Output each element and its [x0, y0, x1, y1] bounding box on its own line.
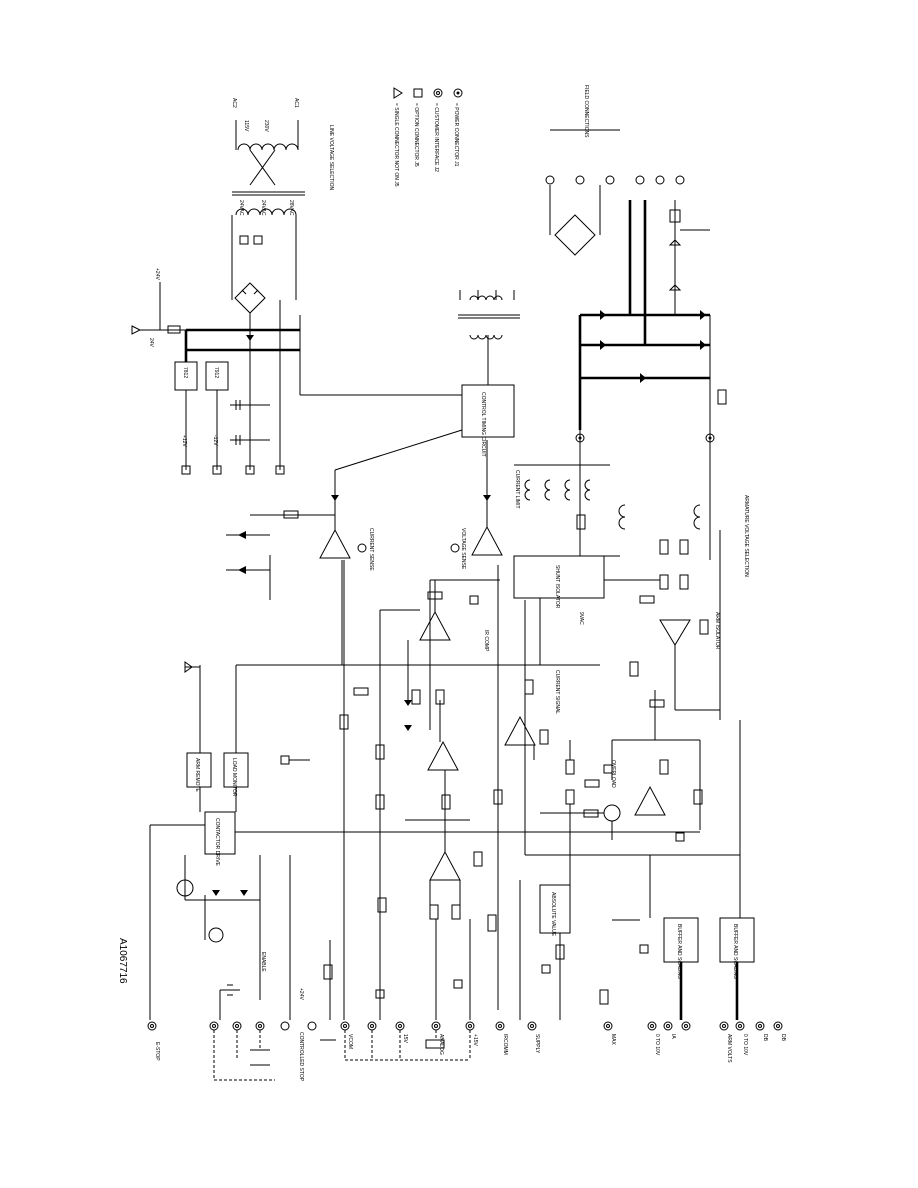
- absolute-value-block: [539, 884, 571, 934]
- shunt-vac-label: 9VAC: [578, 612, 584, 625]
- armature-select-label: ARMATURE VOLTAGE SELECTION: [743, 495, 749, 577]
- buffer-scaling-1-label: BUFFER AND SCALING: [676, 924, 682, 979]
- legend-interface: = CUSTOMER INTERFACE J2: [433, 103, 439, 172]
- out-ia: IA: [670, 1034, 676, 1039]
- armature-select: ARMATURE VOLTAGE SELECTION ARM ISOLATOR: [618, 495, 749, 710]
- center-amps: IR COMP CURRENT SIGNAL: [339, 530, 740, 1020]
- conn-15: 15V: [402, 1034, 408, 1044]
- ir-comp-label: IR COMP: [483, 630, 489, 652]
- tx-ac2: AC2: [231, 98, 237, 108]
- conn-ircomm: IRCOMM: [502, 1034, 508, 1055]
- conn-controlled-stop: CONTROLLED STOP: [298, 1032, 304, 1082]
- rail-24v-top: 24V: [148, 338, 154, 348]
- field-bridge: FIELD CONNECTIONS: [545, 85, 685, 256]
- rail-24v-up: +24V: [154, 268, 160, 280]
- conn-db: DB: [780, 1034, 786, 1042]
- conn-plus15: +15V: [472, 1034, 478, 1046]
- current-signal-label: CURRENT SIGNAL: [554, 670, 560, 714]
- contactor-section: [176, 855, 387, 1020]
- tx-ac1: AC1: [293, 98, 299, 108]
- load-monitor-label: LOAD MONITOR: [231, 758, 237, 797]
- gate-transformer: [458, 290, 520, 385]
- contactor-drive-block: [204, 811, 236, 855]
- rail-minus12: -12V: [212, 435, 218, 446]
- scr-bridge: [575, 200, 727, 560]
- conn-max: MAX: [610, 1034, 616, 1046]
- misc-wiring: [269, 470, 741, 1020]
- field-connections-label: FIELD CONNECTIONS: [583, 85, 589, 138]
- regulator-7812-label: 7812: [182, 367, 188, 378]
- absolute-value-label: ABSOLUTE VALUE: [550, 892, 556, 937]
- out-db: DB: [762, 1034, 768, 1042]
- overload-label: OVERLOAD: [610, 760, 616, 788]
- conn-analog: ANALOG: [438, 1034, 444, 1055]
- control-timing-circuit: [461, 384, 515, 438]
- tx-title: LINE VOLTAGE SELECTION: [328, 125, 334, 190]
- conn-24v: +24V: [298, 988, 304, 1000]
- voltage-sense-label: VOLTAGE SENSE: [460, 528, 466, 570]
- buffer-scaling-2-label: BUFFER AND SCALING: [732, 924, 738, 979]
- shunt-isolator: [513, 555, 605, 599]
- current-sense-label: CURRENT SENSE: [368, 528, 374, 571]
- shunt-isolator-label: SHUNT ISOLATOR: [554, 565, 560, 609]
- tx-sec2: 24VAC: [260, 200, 266, 216]
- sense-amps: CURRENT SENSE VOLTAGE SENSE: [226, 429, 503, 574]
- arm-isolator-label: ARM ISOLATOR: [714, 612, 720, 650]
- tx-sec3: 28VAC: [288, 200, 294, 216]
- contactor-drive-label: CONTACTOR DRIVE: [214, 818, 220, 867]
- rail-plus12: +12V: [181, 435, 187, 447]
- current-limit-label: CURRENT LIMIT: [514, 470, 520, 509]
- tx-115v: 115V: [243, 120, 249, 132]
- conn-vcom: VCOM: [347, 1034, 353, 1049]
- conn-estop: E-STOP: [154, 1042, 160, 1061]
- conn-enable: ENABLE: [260, 952, 266, 972]
- legend-option: = OPTION CONNECTOR J5: [413, 103, 419, 167]
- legend: = POWER CONNECTOR J1 = CUSTOMER INTERFAC…: [393, 87, 463, 187]
- conn-supply: SUPPLY: [534, 1034, 540, 1054]
- transformer-t1: AC2 AC1 115V 230V LINE VOLTAGE SELECTION…: [231, 98, 334, 300]
- out-arm-volts: ARM VOLTS: [726, 1034, 732, 1063]
- legend-power: = POWER CONNECTOR J1: [453, 103, 459, 167]
- arm-remote-block: [186, 752, 212, 788]
- legend-single: = SINGLE CONNECTOR NOT ON J5: [393, 103, 399, 187]
- control-timing-label: CONTROL TIMING CIRCUIT: [480, 392, 486, 457]
- regulator-7912-label: 7912: [213, 367, 219, 378]
- connector-row: [147, 1021, 783, 1031]
- arm-remote-label: ARM REMOTE: [194, 758, 200, 793]
- figure-id: A1067716: [117, 938, 128, 984]
- external-wiring: [213, 1030, 471, 1081]
- tx-sec1: 24VAC: [238, 200, 244, 216]
- out-0to10-b: 0 TO 10V: [742, 1034, 748, 1056]
- tx-230v: 230V: [263, 120, 269, 132]
- out-0to10-a: 0 TO 10V: [654, 1034, 660, 1056]
